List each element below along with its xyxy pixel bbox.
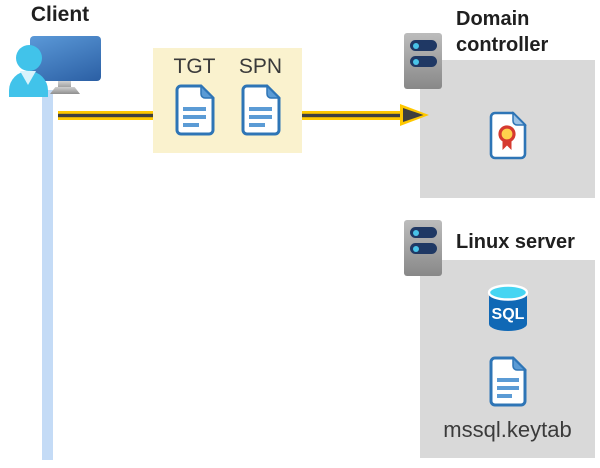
person-head-icon bbox=[16, 45, 42, 71]
client-title: Client bbox=[30, 3, 90, 26]
sql-icon-label: SQL bbox=[492, 306, 525, 323]
server-drive-slot bbox=[410, 40, 437, 51]
domain-controller-title: Domain controller bbox=[456, 8, 549, 56]
spn-label: SPN bbox=[238, 55, 283, 78]
ticket-box: TGT SPN bbox=[153, 48, 302, 153]
linux-server-title: Linux server bbox=[456, 231, 575, 253]
sql-database-icon: SQL bbox=[487, 284, 529, 331]
keytab-filename: mssql.keytab bbox=[443, 417, 572, 442]
certificate-icon bbox=[489, 111, 527, 160]
domain-controller-server-icon bbox=[404, 33, 442, 89]
linux-server-icon bbox=[404, 220, 442, 276]
server-drive-slot bbox=[410, 227, 437, 238]
spn-document-icon bbox=[241, 84, 281, 136]
person-collar bbox=[20, 71, 36, 85]
server-drive-slot bbox=[410, 243, 437, 254]
keytab-document-icon bbox=[489, 356, 527, 407]
monitor-stand-neck bbox=[58, 79, 71, 88]
client-connection-line bbox=[42, 90, 53, 460]
tgt-document-icon bbox=[175, 84, 215, 136]
spn-ticket: SPN bbox=[238, 55, 284, 153]
tgt-label: TGT bbox=[173, 55, 216, 78]
server-drive-slot bbox=[410, 56, 437, 67]
monitor-stand-base bbox=[50, 87, 80, 94]
tgt-ticket: TGT bbox=[172, 55, 218, 153]
